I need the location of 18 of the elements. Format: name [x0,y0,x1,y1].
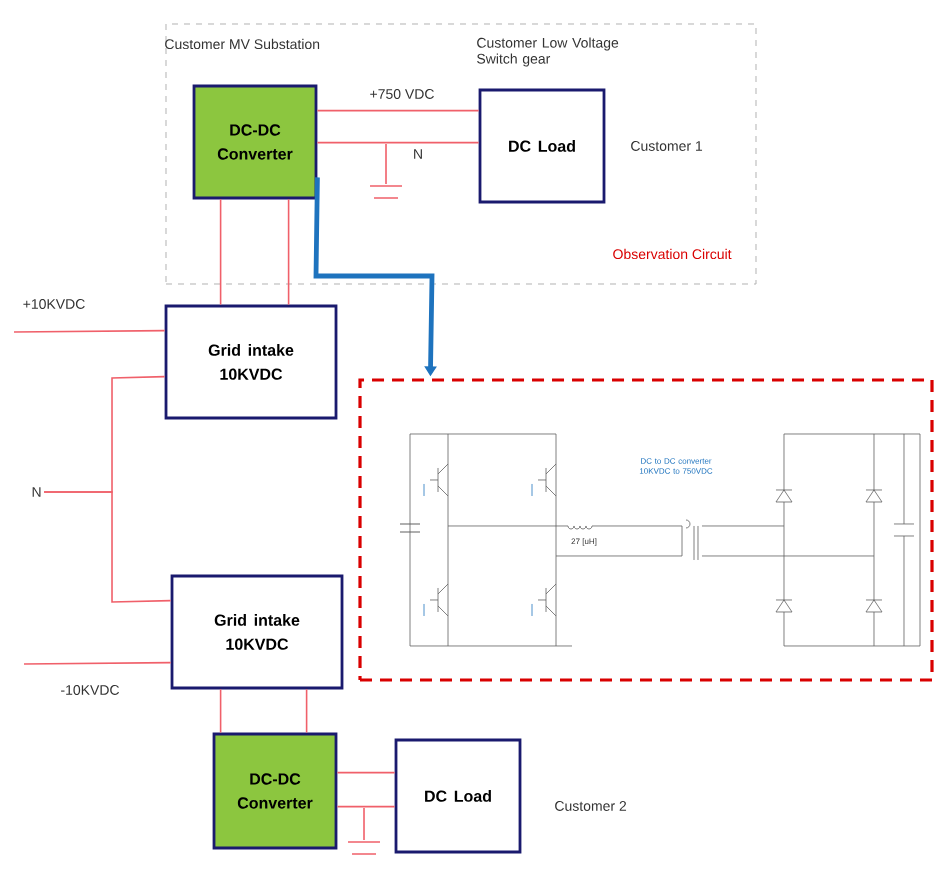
connector-line [316,109,480,112]
observation-frame [358,378,934,682]
connector-line [219,688,222,734]
load-box: Grid intake 10KVDC [164,304,338,420]
connector-line [23,661,172,665]
connector-line [287,198,290,306]
connector-line [336,771,396,774]
load-box: DC Load [478,88,606,204]
connector-line [305,688,308,734]
load-box: DC Load [394,738,522,854]
connector-line [43,491,172,603]
load-box: Grid intake 10KVDC [170,574,344,690]
connector-line [336,805,396,808]
connector-line [219,198,222,306]
converter-box: DC-DC Converter [212,732,338,850]
converter-box: DC-DC Converter [192,84,318,200]
connector-line [316,141,480,144]
connector-line [13,329,166,333]
